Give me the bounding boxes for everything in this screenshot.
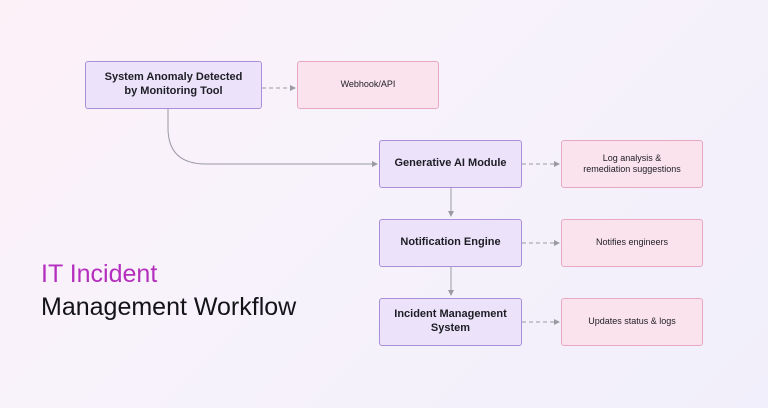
title-line-1: IT Incident: [41, 260, 158, 288]
node-notification-engine-label: Notification Engine: [400, 236, 501, 249]
node-generative-ai-label: Generative AI Module: [394, 157, 507, 170]
connector-anomaly-genai: [167, 109, 378, 167]
node-log-analysis: Log analysis & remediation suggestions: [561, 140, 703, 188]
node-notifies-engineers-label: Notifies engineers: [595, 237, 669, 248]
node-webhook-api-label: Webhook/API: [340, 79, 396, 90]
node-webhook-api: Webhook/API: [297, 61, 439, 109]
title-line-2: Management Workflow: [41, 293, 297, 321]
node-generative-ai: Generative AI Module: [379, 140, 522, 188]
node-system-anomaly-label: System Anomaly Detected by Monitoring To…: [104, 71, 243, 97]
node-updates-status-label: Updates status & logs: [588, 316, 676, 327]
node-system-anomaly: System Anomaly Detected by Monitoring To…: [85, 61, 262, 109]
node-notification-engine: Notification Engine: [379, 219, 522, 267]
node-incident-management: Incident Management System: [379, 298, 522, 346]
node-updates-status: Updates status & logs: [561, 298, 703, 346]
node-log-analysis-label: Log analysis & remediation suggestions: [583, 152, 681, 174]
node-incident-management-label: Incident Management System: [394, 308, 507, 334]
node-notifies-engineers: Notifies engineers: [561, 219, 703, 267]
